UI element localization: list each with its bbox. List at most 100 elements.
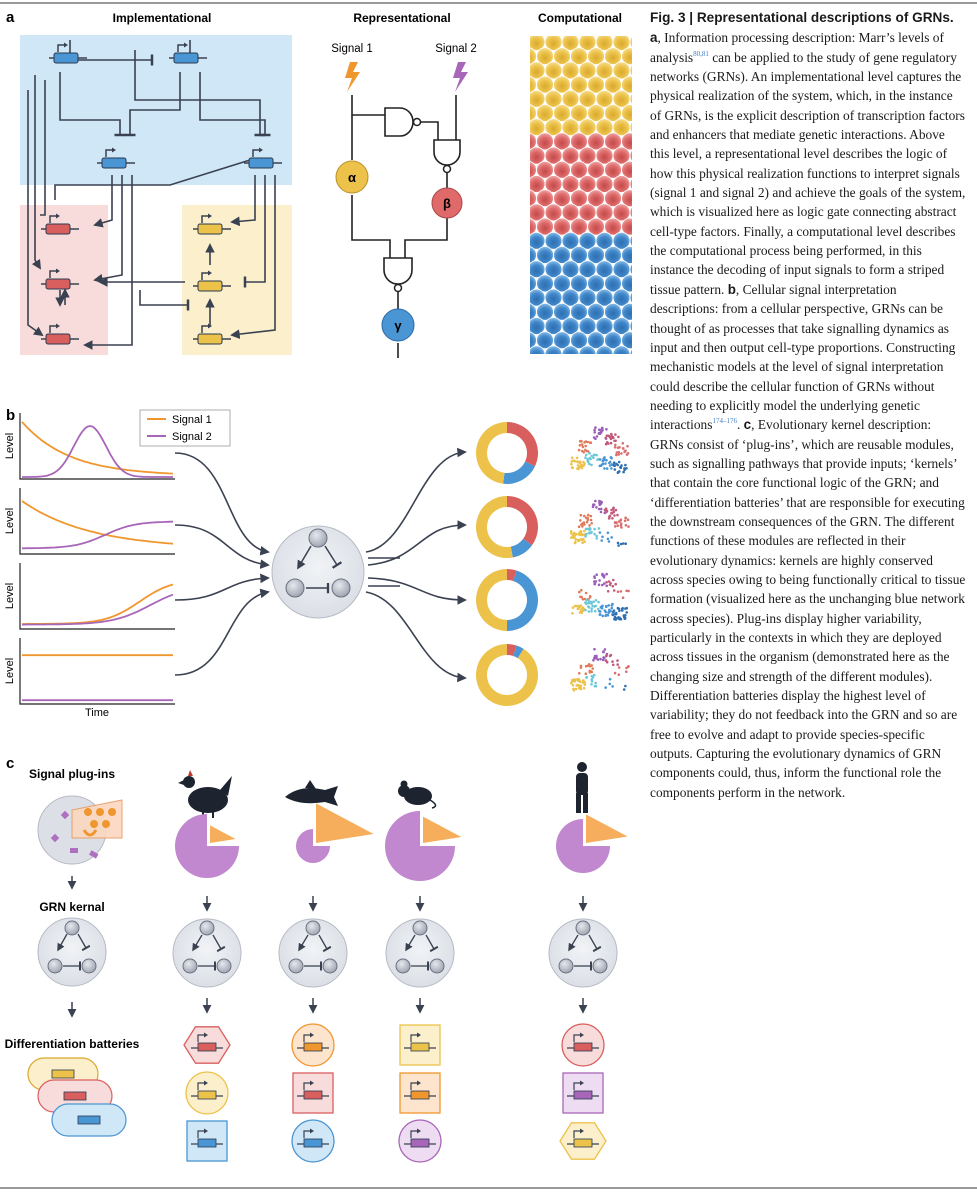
scatter-point xyxy=(618,617,621,621)
scatter-point xyxy=(590,610,593,613)
scatter-point xyxy=(613,612,617,616)
scatter-point xyxy=(612,578,615,582)
scatter-point xyxy=(584,532,588,536)
scatter-point xyxy=(583,529,586,533)
scatter-point xyxy=(590,683,593,686)
scatter-point xyxy=(588,595,592,598)
level-axis-label: Level xyxy=(4,583,16,609)
scatter-point xyxy=(622,688,626,691)
scatter-point xyxy=(604,604,608,608)
plugin-pie xyxy=(556,819,610,873)
caption-ref-a[interactable]: 80,81 xyxy=(693,49,709,58)
scatter-point xyxy=(615,451,619,454)
caption-b-text-2: . xyxy=(736,417,744,433)
scatter-point xyxy=(599,605,603,609)
scatter-point xyxy=(581,538,584,542)
scatter-point xyxy=(593,428,596,432)
scatter-point xyxy=(609,456,613,459)
scatter-point xyxy=(593,453,596,457)
scatter-point xyxy=(587,599,591,602)
scatter-point xyxy=(607,434,610,438)
scatter-point xyxy=(585,675,589,679)
mouse-icon xyxy=(398,780,437,809)
scatter-point xyxy=(622,470,625,474)
scatter-point xyxy=(579,666,583,669)
scatter-point xyxy=(627,589,630,593)
lightning-signal1-icon xyxy=(345,62,360,92)
scatter-point xyxy=(620,526,623,529)
scatter-point xyxy=(587,601,590,605)
scatter-point xyxy=(604,686,607,689)
battery-cell xyxy=(292,1072,334,1114)
scatter-point xyxy=(571,606,575,609)
scatter-point xyxy=(612,461,616,465)
donut-3-blue-segment xyxy=(507,570,538,631)
caption-ref-b[interactable]: 174–176 xyxy=(712,417,737,426)
implementational-network xyxy=(20,35,292,355)
scatter-point xyxy=(604,462,607,465)
scatter-point xyxy=(619,542,623,546)
scatter-point xyxy=(588,462,591,466)
scatter-point xyxy=(611,685,614,688)
scatter-point xyxy=(601,429,604,432)
scatter-point xyxy=(594,426,597,429)
tissue-cell xyxy=(629,348,632,354)
scatter-point xyxy=(587,610,591,613)
scatter-point xyxy=(612,463,615,467)
scatter-point xyxy=(604,507,608,511)
scatter-point xyxy=(589,457,592,461)
scatter-point xyxy=(597,428,601,432)
scatter-point xyxy=(605,654,608,658)
scatter-point xyxy=(621,609,624,612)
scatter-point xyxy=(593,654,597,658)
scatter-point xyxy=(617,450,621,454)
scatter-point xyxy=(605,660,609,664)
scatter-point xyxy=(601,658,605,662)
battery-cell xyxy=(398,1119,442,1163)
scatter-point xyxy=(581,541,584,545)
signal-legend: Signal 1 Signal 2 xyxy=(139,409,231,447)
scatter-point xyxy=(607,442,610,445)
scatter-point xyxy=(578,444,582,447)
caption-c-text: , Evolutionary kernel description: GRNs … xyxy=(650,417,966,800)
scatter-point xyxy=(604,610,607,614)
scatter-point xyxy=(607,611,610,614)
plugin-wedge xyxy=(210,825,236,843)
alpha-node xyxy=(335,160,369,194)
scatter-point xyxy=(611,660,614,663)
scatter-point xyxy=(616,471,620,475)
tissue-cell xyxy=(621,302,632,321)
scatter-point xyxy=(574,540,577,544)
scatter-point xyxy=(602,650,605,653)
plugin-pie xyxy=(385,811,455,881)
donut-3-red-segment xyxy=(507,569,517,581)
scatter-point xyxy=(610,508,613,512)
scatter-point xyxy=(584,672,588,675)
scatter-point xyxy=(601,462,605,466)
tissue-cell xyxy=(629,206,632,219)
scatter-point xyxy=(594,681,597,685)
donut-4-red-segment xyxy=(507,644,517,656)
scatter-point xyxy=(613,468,617,471)
scatter-point xyxy=(626,452,630,455)
plot-axes xyxy=(19,638,175,705)
scatter-point xyxy=(587,663,591,666)
scatter-point xyxy=(626,518,630,521)
caption-c-letter: c xyxy=(743,417,752,433)
caption-a-text-1: , Information processing description: Ma… xyxy=(650,30,944,65)
scatter-point xyxy=(606,614,610,617)
scatter-point xyxy=(610,606,614,610)
scatter-point xyxy=(601,572,604,576)
scatter-point xyxy=(577,533,581,536)
scatter-point xyxy=(596,458,599,462)
scatter-point xyxy=(584,527,588,531)
scatter-point xyxy=(586,440,589,444)
tissue-cell xyxy=(621,47,632,66)
cell-type-donuts xyxy=(475,422,538,706)
battery-cell xyxy=(183,1026,231,1064)
scatter-point xyxy=(623,450,627,453)
striped-tissue xyxy=(530,36,632,354)
scatter-point xyxy=(593,647,596,651)
scatter-point xyxy=(576,464,580,467)
scatter-point xyxy=(581,607,584,611)
